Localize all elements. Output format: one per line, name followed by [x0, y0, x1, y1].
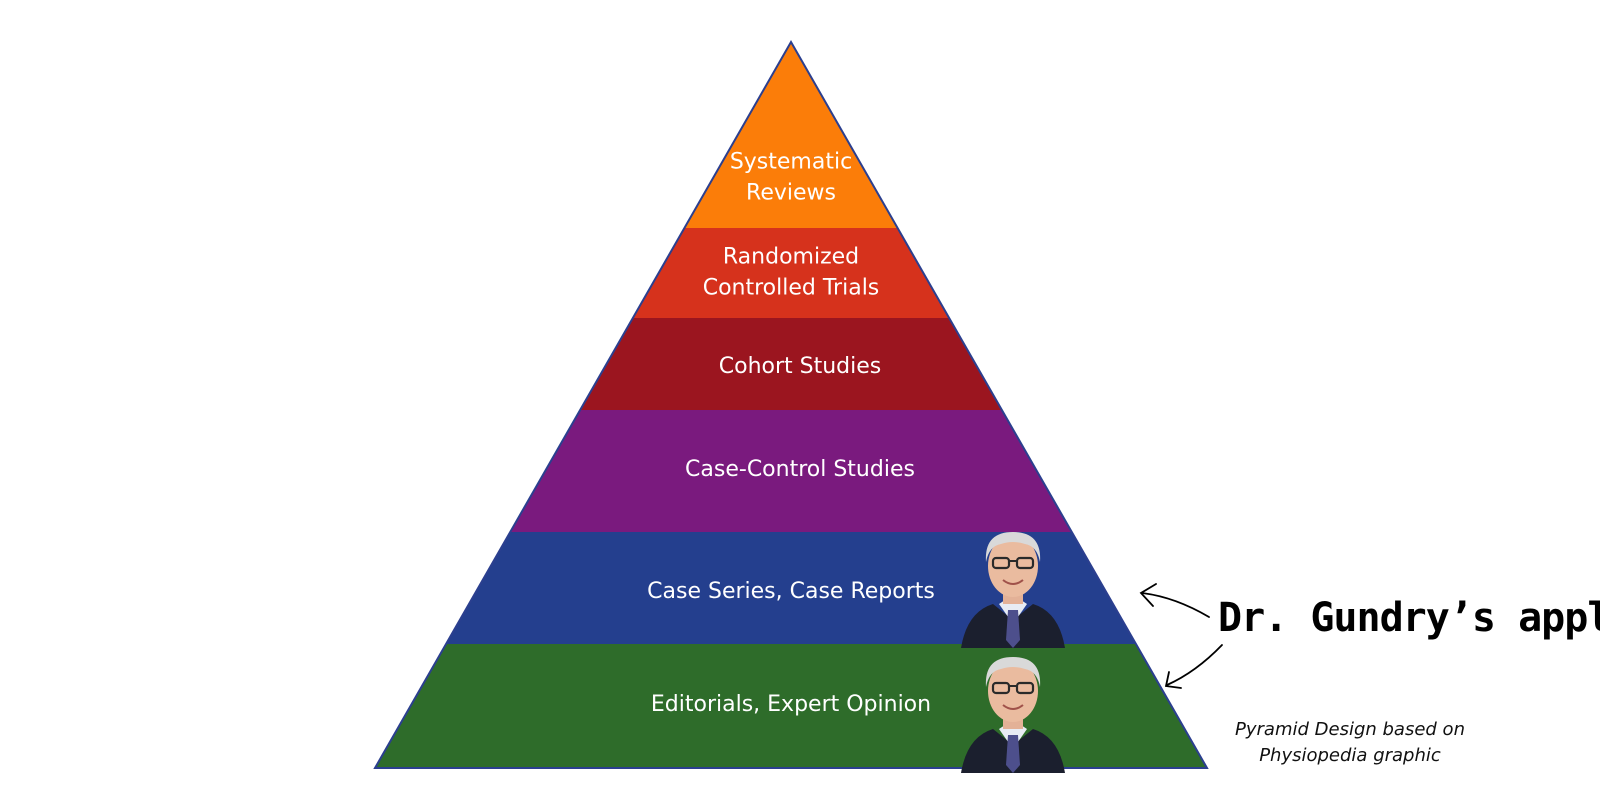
- credit-line-2: Physiopedia graphic: [1259, 745, 1441, 766]
- tier-cohort-studies-label: Cohort Studies: [719, 354, 882, 379]
- tier-case-series-case-reports: [375, 532, 1207, 644]
- tier-case-series-case-reports-label: Case Series, Case Reports: [647, 579, 935, 604]
- tier-systematic-reviews-label: Systematic: [730, 150, 852, 175]
- tier-case-control-studies-label: Case-Control Studies: [685, 457, 915, 482]
- tier-systematic-reviews-label: Reviews: [746, 181, 836, 206]
- pyramid-outline: [373, 39, 1209, 769]
- tier-editorials-expert-opinion-label: Editorials, Expert Opinion: [651, 692, 931, 717]
- tier-randomized-controlled-trials-label: Controlled Trials: [703, 276, 880, 301]
- arrow-to-case-series: [1139, 583, 1210, 618]
- credit-line-1: Pyramid Design based on: [1235, 719, 1465, 740]
- tier-randomized-controlled-trials: [375, 228, 1207, 318]
- callout-text: Dr. Gundry’s apple claim: [1218, 595, 1600, 641]
- arrow-to-expert-opinion: [1164, 644, 1223, 689]
- tier-editorials-expert-opinion: [375, 644, 1207, 768]
- tier-randomized-controlled-trials-label: Randomized: [723, 245, 859, 270]
